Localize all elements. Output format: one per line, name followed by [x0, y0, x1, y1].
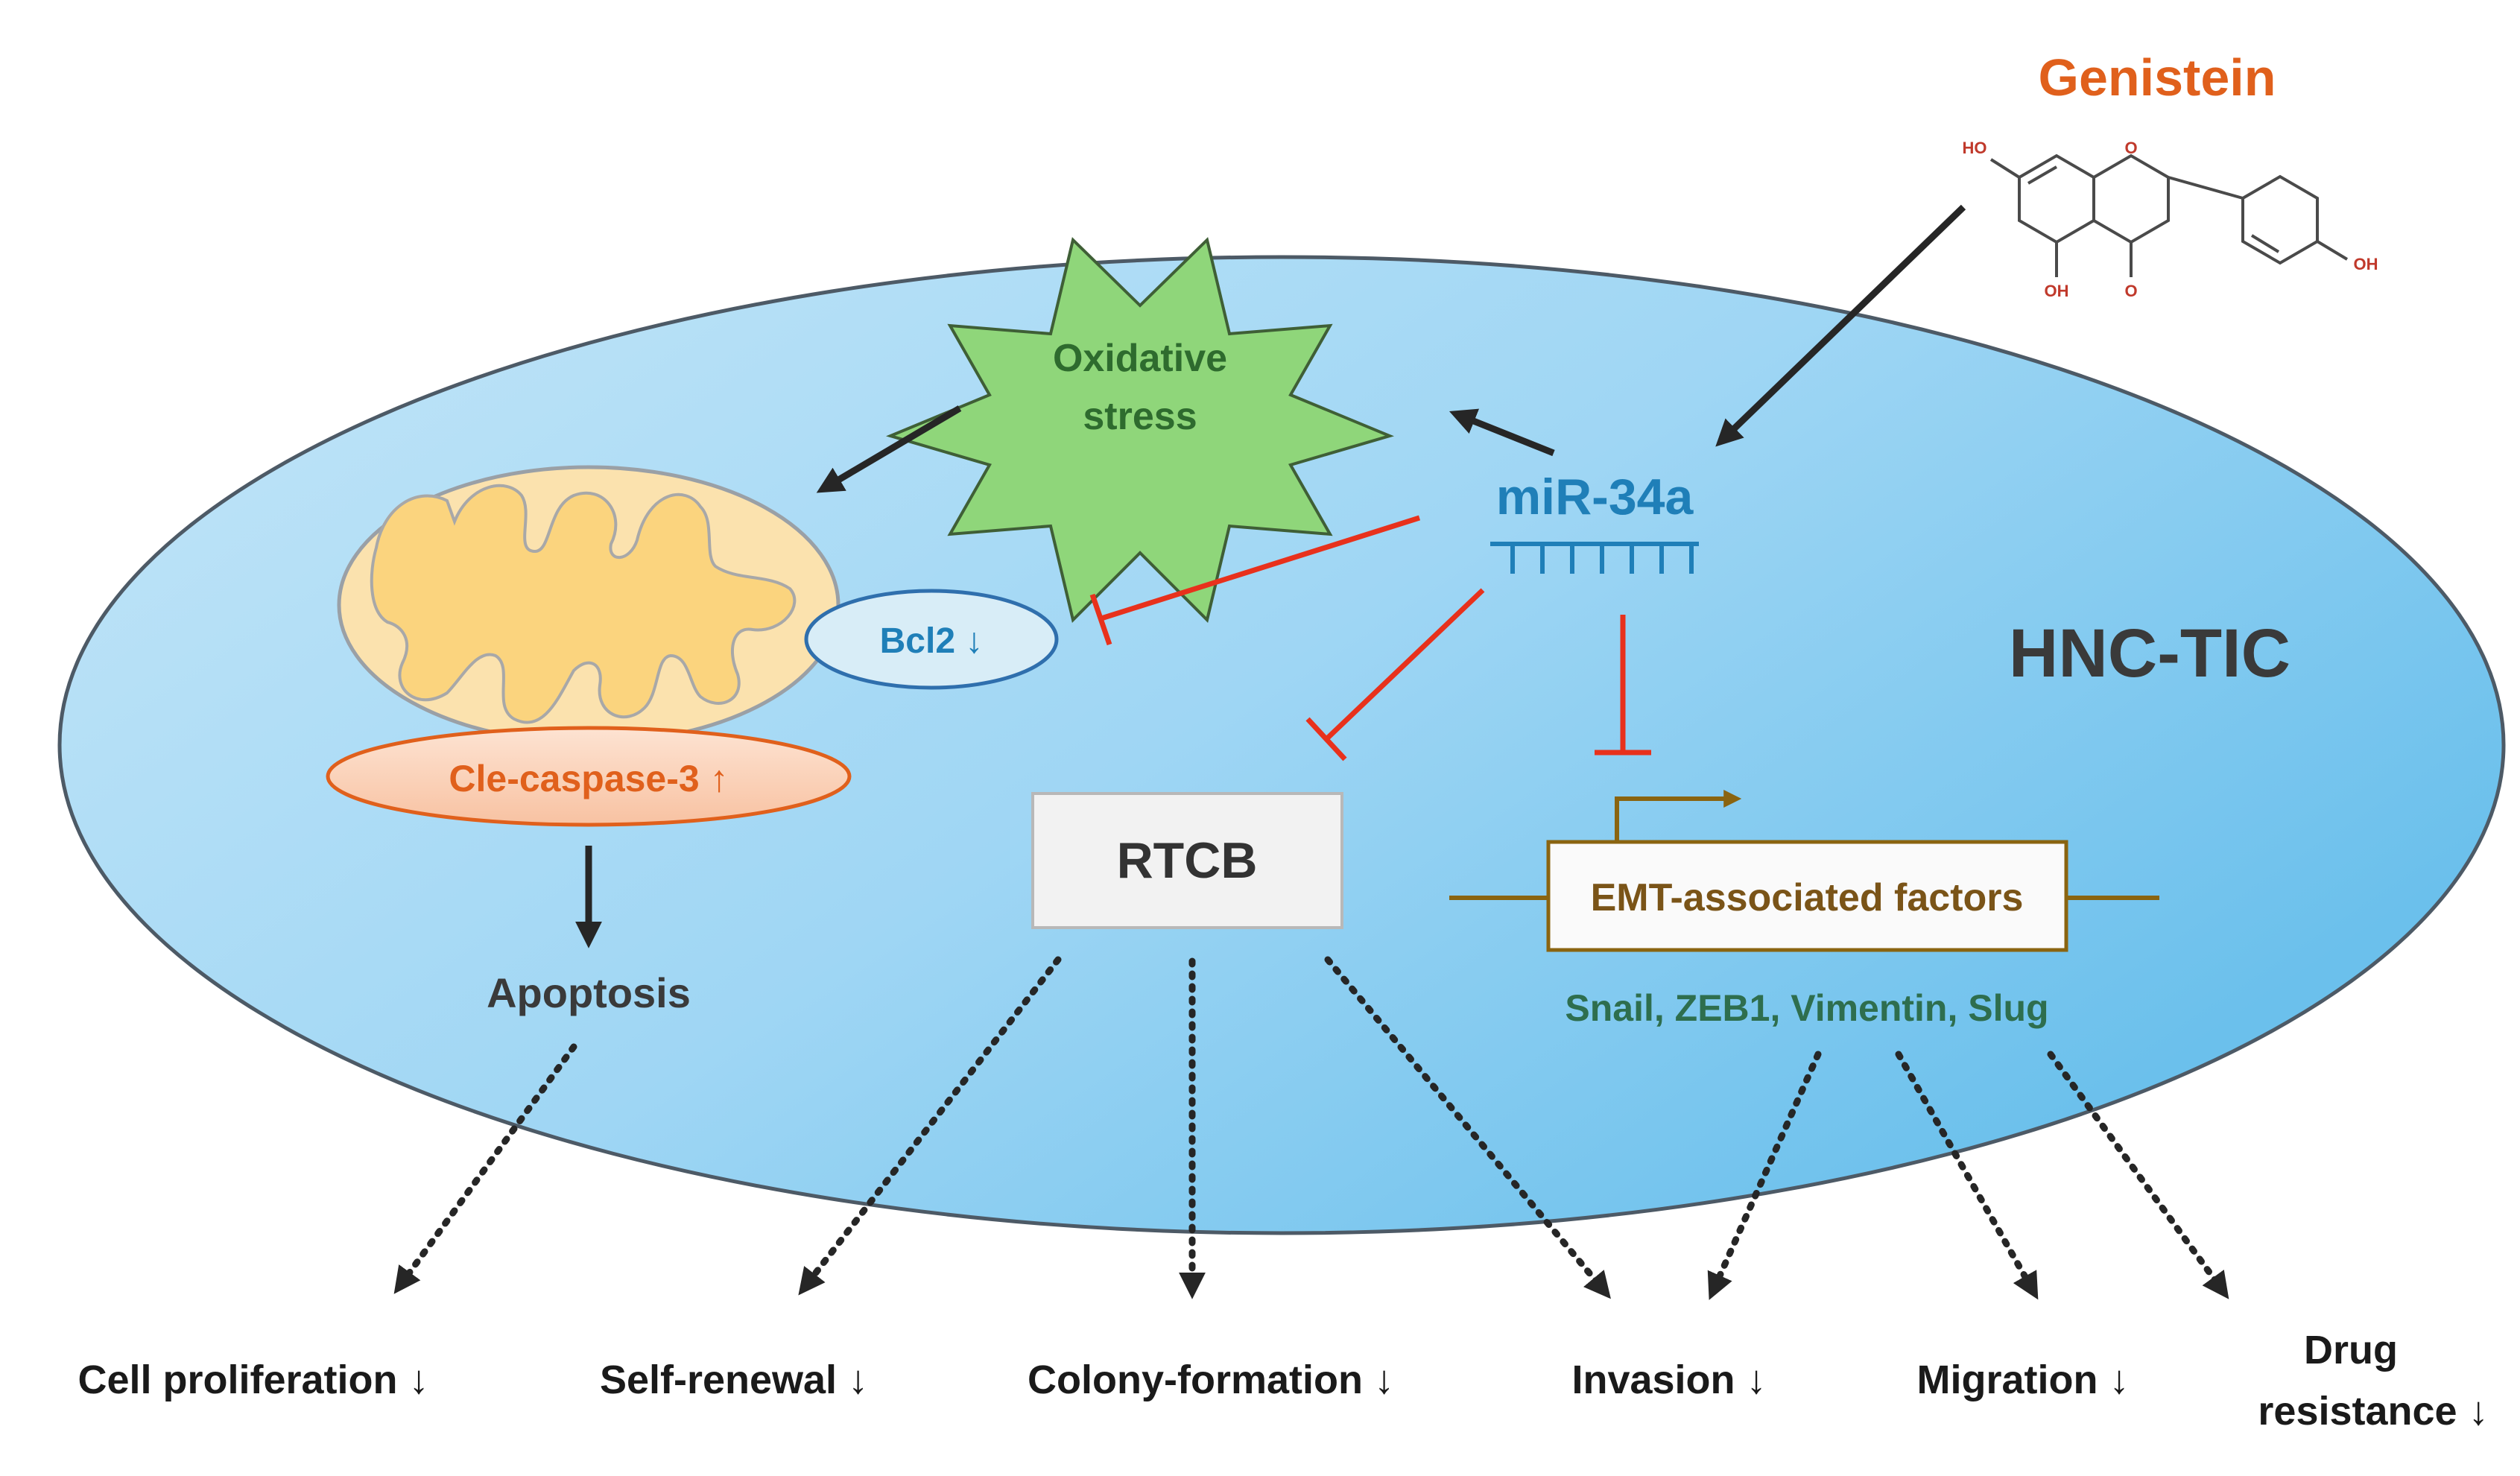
oxidative-to-mito-arrow: [816, 405, 962, 493]
apoptosis-to-proliferation-arrow: [393, 1043, 577, 1294]
keto-oxygen-label: O: [2124, 282, 2137, 300]
double-bond-a: [2027, 165, 2058, 185]
mitochondrion-cristae: [370, 484, 797, 724]
oxidative-stress-burst: [885, 237, 1395, 623]
oxidative-stress-line2: stress: [1083, 395, 1197, 438]
bcl2-label: Bcl2 ↓: [880, 621, 984, 661]
apoptosis-label: Apoptosis: [487, 969, 691, 1016]
rtcb-label: RTCB: [1117, 832, 1258, 889]
outcome-labels: Cell proliferation ↓ Self-renewal ↓ Colo…: [77, 1328, 2488, 1434]
ring-a: [2018, 153, 2095, 244]
emt-promoter-arrow: [1615, 790, 1742, 840]
genistein-structure: [1989, 153, 2349, 277]
double-bond-b: [2250, 234, 2280, 253]
mirna-to-rtcb-line: [1324, 588, 1485, 741]
emt-genes-label: Snail, ZEB1, Vimentin, Slug: [1565, 987, 2048, 1029]
ring-c: [2092, 153, 2170, 244]
mirna-to-bcl2-line: [1100, 515, 1421, 621]
outcome-self-renewal: Self-renewal ↓: [600, 1358, 868, 1402]
cell-label: HNC-TIC: [2009, 615, 2291, 691]
oxidative-stress-line1: Oxidative: [1053, 337, 1227, 380]
oh-label-5: OH: [2045, 282, 2069, 300]
caspase-node: [326, 726, 852, 827]
emt-label: EMT-associated factors: [1591, 876, 2024, 919]
genistein-to-mirna-arrow: [1715, 204, 1966, 447]
mirna-inhibits-rtcb: [1305, 588, 1485, 761]
bcl2-inhibition-bar: [1089, 593, 1112, 646]
outcome-invasion: Invasion ↓: [1571, 1358, 1766, 1402]
ring-b: [2241, 174, 2319, 265]
emt-box: [1546, 840, 2068, 952]
ring-oxygen-label: O: [2124, 139, 2137, 157]
bond-oh-4p: [2316, 240, 2349, 261]
oh-label-4p: OH: [2354, 255, 2378, 273]
bcl2-node: [804, 589, 1059, 690]
rtcb-to-invasion-arrow: [1324, 956, 1611, 1299]
emt-to-migration-arrow: [1895, 1051, 2039, 1300]
mirna-inhibits-bcl2: [1089, 515, 1421, 646]
mirna-label: miR-34a: [1496, 469, 1694, 525]
ho-label: HO: [1963, 139, 1987, 157]
rtcb-to-self-renewal-arrow: [798, 956, 1062, 1296]
outcome-colony-formation: Colony-formation ↓: [1028, 1358, 1394, 1402]
genistein-title: Genistein: [2039, 48, 2276, 107]
outcome-migration: Migration ↓: [1917, 1358, 2130, 1402]
rtcb-inhibition-bar: [1305, 717, 1347, 761]
mirna-strand-icon: [1490, 542, 1699, 574]
outcome-arrows: [393, 956, 2229, 1300]
mirna-inhibits-emt: [1595, 615, 1651, 756]
emt-gene: EMT-associated factors: [1449, 790, 2159, 952]
outcome-drug-resistance-line2: resistance ↓: [2258, 1389, 2488, 1434]
caspase-label: Cle-caspase-3 ↑: [449, 758, 728, 799]
mirna-to-oxidative-arrow: [1449, 408, 1555, 457]
outcome-drug-resistance-line1: Drug: [2304, 1328, 2398, 1372]
outcome-cell-proliferation: Cell proliferation ↓: [77, 1358, 428, 1402]
rtcb-box: [1031, 792, 1343, 929]
genistein-atom-labels: HO OH OH O O: [1963, 139, 2378, 300]
emt-to-invasion-arrow: [1707, 1051, 1822, 1300]
bond-ring-link: [2168, 176, 2244, 200]
emt-to-drug-resistance-arrow: [2047, 1051, 2229, 1299]
bond-ho: [1989, 158, 2021, 179]
